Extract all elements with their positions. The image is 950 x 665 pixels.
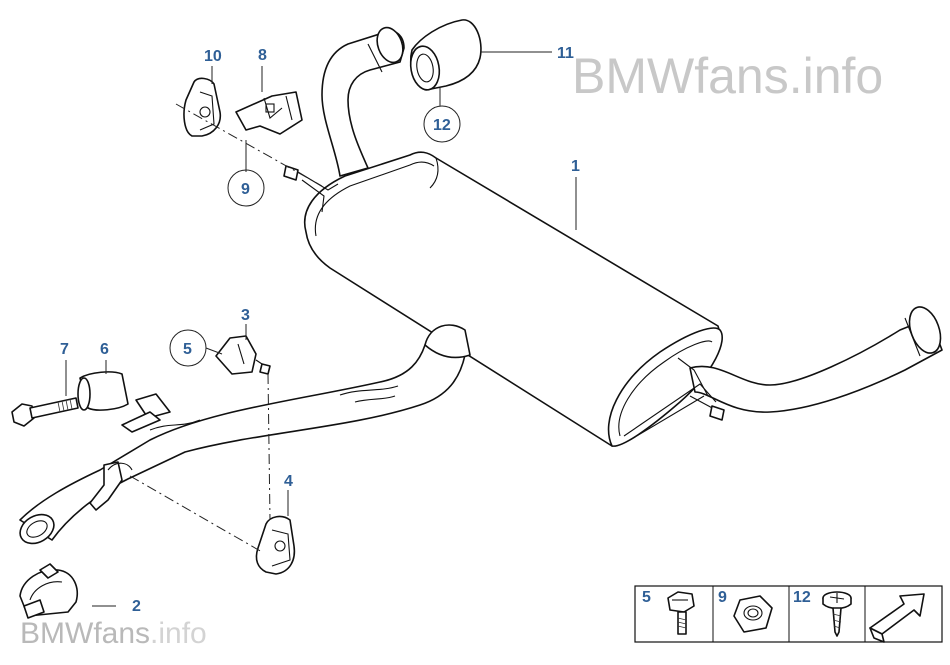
- watermark-bottom-main: BMWfans: [20, 617, 150, 650]
- leader-5: [205, 347, 223, 355]
- legend-label-12: 12: [793, 589, 811, 606]
- front-pipe: [19, 344, 466, 545]
- legend-label-9: 9: [718, 589, 727, 606]
- tailpipe-trim: [409, 19, 482, 91]
- callout-1: 1: [571, 158, 580, 175]
- bracket-3: [215, 335, 271, 375]
- callout-2: 2: [132, 598, 141, 615]
- bracket-8: [235, 91, 303, 135]
- sleeve-6: [77, 371, 129, 411]
- callout-6: 6: [100, 341, 109, 358]
- callout-8: 8: [258, 47, 267, 64]
- callout-3: 3: [241, 307, 250, 324]
- alignment-line-1: [175, 103, 323, 187]
- callout-9: 9: [241, 181, 250, 198]
- bolt-7: [11, 397, 79, 427]
- callout-12: 12: [433, 117, 451, 134]
- watermark-bottom: BMWfans.info: [20, 617, 207, 650]
- fastener-legend: 5 9 12: [634, 585, 943, 643]
- callout-10: 10: [204, 48, 222, 65]
- watermark-top: BMWfans.info: [572, 48, 883, 104]
- rear-muffler: [303, 151, 943, 447]
- alignment-line-3: [129, 475, 263, 553]
- screw-icon: [822, 591, 852, 637]
- alignment-line-2: [267, 373, 271, 521]
- callout-5-circle: [169, 329, 207, 367]
- arrow-icon[interactable]: [869, 593, 925, 643]
- callout-7: 7: [60, 341, 69, 358]
- callout-5: 5: [183, 341, 192, 358]
- rubber-mount-4: [255, 515, 296, 575]
- callout-4: 4: [284, 473, 293, 490]
- rubber-mount-10: [183, 77, 222, 137]
- watermark-bottom-suffix: .info: [150, 617, 207, 650]
- callout-12-circle: [423, 105, 461, 143]
- callout-9-circle: [227, 169, 265, 207]
- clamp-2: [19, 563, 78, 619]
- hex-bolt-icon: [667, 591, 695, 635]
- upper-tailpipe: [283, 26, 405, 213]
- callout-11: 11: [557, 45, 574, 62]
- hex-nut-icon: [733, 595, 773, 633]
- legend-label-5: 5: [642, 589, 651, 606]
